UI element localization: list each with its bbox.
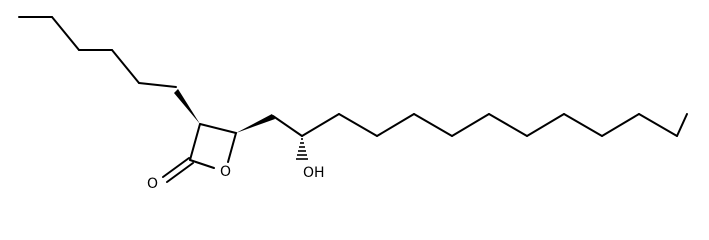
ring-oxygen-label: O <box>220 164 231 180</box>
linker-bond <box>272 115 303 137</box>
hydroxyl-label: OH <box>303 165 325 181</box>
wedge-bond-c3 <box>174 89 200 124</box>
molecule-drawing: O O OH <box>18 16 688 192</box>
carbonyl-double-bond <box>162 157 194 183</box>
hashed-wedge-oh <box>296 138 308 160</box>
structure-diagram: O O OH <box>18 16 688 192</box>
hexyl-chain <box>18 16 177 88</box>
carbonyl-oxygen-label: O <box>147 176 158 192</box>
dodecyl-chain <box>301 113 688 137</box>
wedge-bond-c4 <box>236 114 275 133</box>
oxetanone-ring <box>189 123 237 169</box>
